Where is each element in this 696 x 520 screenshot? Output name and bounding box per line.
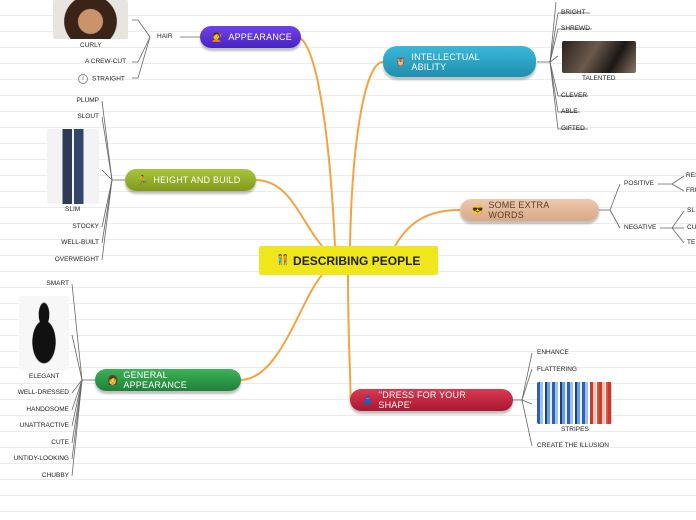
build-item-well-built[interactable]: WELL-BUILT	[61, 239, 99, 247]
hair-label[interactable]: HAIR	[157, 33, 173, 41]
dress-for-your-shape-node[interactable]: 👗 ''DRESS FOR YOUR SHAPE'	[350, 389, 513, 411]
negative-item-2[interactable]: CU	[687, 224, 696, 232]
dress-item-create-illusion[interactable]: CREATE THE ILLUSION	[537, 442, 609, 450]
height-and-build-node[interactable]: 🏃 HEIGHT AND BUILD	[125, 169, 256, 191]
runner-icon: 🏃	[137, 175, 148, 186]
general-item-elegant[interactable]: ELEGANT	[29, 373, 59, 381]
build-item-stocky[interactable]: STOCKY	[72, 223, 99, 231]
negative-item-3[interactable]: TE	[687, 239, 695, 247]
appearance-node[interactable]: 💇 APPEARANCE	[200, 26, 301, 48]
elegant-dress-photo	[19, 296, 69, 370]
extra-words-label: SOME EXTRA WORDS	[488, 200, 587, 220]
dress-item-flattering[interactable]: FLATTERING	[537, 366, 577, 374]
curly-hair-photo	[53, 0, 128, 39]
general-item-untidy-looking[interactable]: UNTIDY-LOOKING	[14, 455, 69, 463]
talented-photo	[562, 41, 636, 73]
intellect-item-able[interactable]: ABLE	[561, 108, 578, 116]
general-item-handosome[interactable]: HANDOSOME	[26, 406, 69, 414]
positive-item-2[interactable]: FRU	[686, 187, 696, 195]
intellect-item-bright[interactable]: BRIGHT	[561, 9, 586, 17]
height-and-build-label: HEIGHT AND BUILD	[153, 175, 240, 185]
central-topic-label: DESCRIBING PEOPLE	[293, 254, 420, 268]
general-item-cute[interactable]: CUTE	[51, 439, 69, 447]
intellectual-label-line2: ABILITY	[411, 62, 446, 72]
build-item-plump[interactable]: PLUMP	[77, 97, 99, 105]
people-icon: 🧑‍🤝‍🧑	[277, 255, 289, 266]
general-item-chubby[interactable]: CHUBBY	[42, 472, 69, 480]
woman-icon: 👩	[107, 375, 118, 386]
dress-item-stripes[interactable]: STRIPES	[561, 426, 589, 434]
general-appearance-node[interactable]: 👩 GENERAL APPEARANCE	[95, 369, 241, 391]
build-item-slout[interactable]: SLOUT	[77, 113, 99, 121]
build-item-slim[interactable]: SLIM	[65, 206, 80, 214]
appearance-label: APPEARANCE	[228, 32, 292, 42]
build-item-overweight[interactable]: OVERWEIGHT	[55, 256, 99, 264]
owl-icon: 🦉	[395, 57, 406, 67]
positive-label[interactable]: POSITIVE	[624, 180, 654, 188]
negative-label[interactable]: NEGATIVE	[624, 224, 656, 232]
intellect-item-clever[interactable]: CLEVER	[561, 92, 587, 100]
general-item-well-dressed[interactable]: WELL-DRESSED	[18, 389, 69, 397]
general-item-unattractive[interactable]: UNATTRACTIVE	[20, 422, 69, 430]
hair-item-curly[interactable]: CURLY	[80, 42, 102, 50]
info-icon[interactable]: i	[78, 74, 88, 84]
extra-words-node[interactable]: 😎 SOME EXTRA WORDS	[460, 199, 599, 221]
general-appearance-label: GENERAL APPEARANCE	[123, 370, 229, 390]
dress-item-enhance[interactable]: ENHANCE	[537, 349, 569, 357]
intellect-item-shrewd[interactable]: SHREWD	[561, 25, 590, 33]
haircut-icon: 💇	[212, 32, 223, 43]
dress-icon: 👗	[362, 395, 373, 406]
hair-item-crew-cut[interactable]: A CREW-CUT	[85, 58, 126, 66]
central-topic[interactable]: 🧑‍🤝‍🧑 DESCRIBING PEOPLE	[259, 246, 438, 275]
positive-item-1[interactable]: RES	[686, 172, 696, 180]
negative-item-1[interactable]: SL	[687, 207, 695, 215]
intellect-item-gifted[interactable]: GIFTED	[561, 125, 585, 133]
dress-label: ''DRESS FOR YOUR SHAPE'	[378, 390, 501, 410]
intellect-item-talented[interactable]: TALENTED	[582, 75, 615, 83]
general-item-smart[interactable]: SMART	[46, 280, 69, 288]
intellectual-label-line1: INTELLECTUAL	[411, 52, 479, 62]
sunglasses-icon: 😎	[472, 205, 483, 216]
slim-jeans-photo	[47, 129, 99, 204]
